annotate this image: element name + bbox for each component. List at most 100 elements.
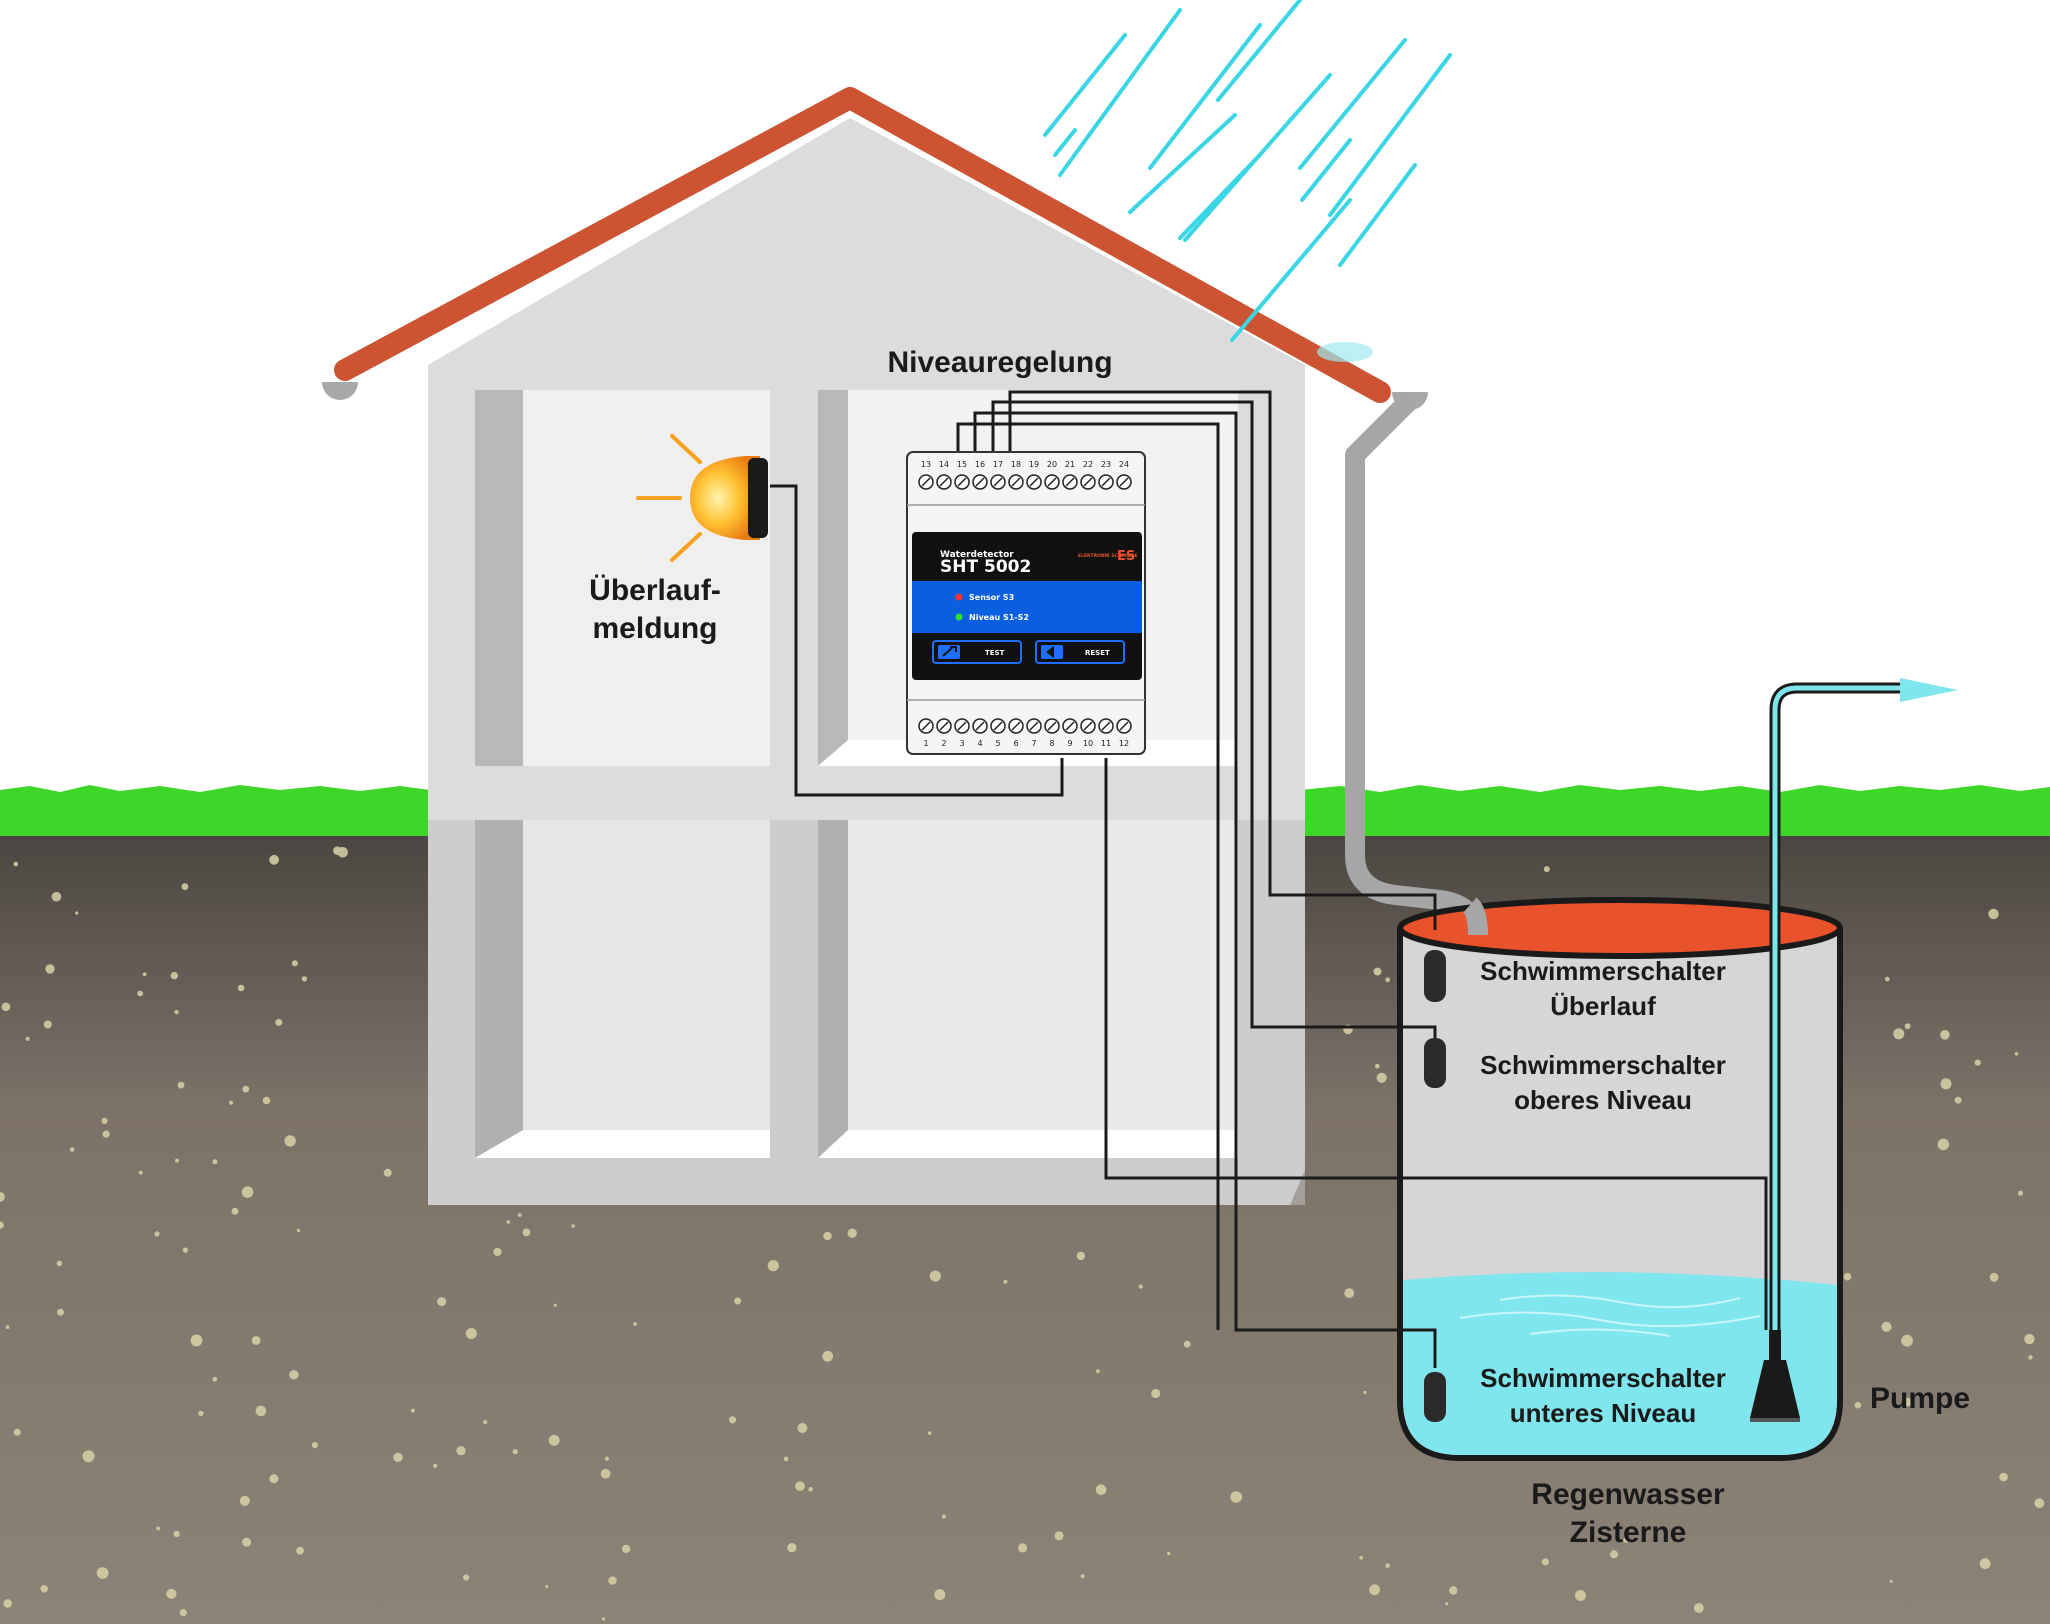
pebble bbox=[604, 1456, 610, 1461]
float-lower-label-line2: unteres Niveau bbox=[1510, 1398, 1696, 1428]
pebble bbox=[1904, 1023, 1911, 1030]
float-overflow-label-line2: Überlauf bbox=[1550, 991, 1656, 1021]
pebble bbox=[1843, 1272, 1852, 1281]
grass bbox=[0, 785, 430, 836]
pebble bbox=[410, 1408, 415, 1413]
terminal-number: 4 bbox=[977, 739, 982, 748]
pebble bbox=[1095, 1484, 1107, 1495]
terminal-number: 6 bbox=[1013, 739, 1018, 748]
pebble bbox=[296, 1546, 304, 1555]
pebble bbox=[493, 1247, 502, 1256]
gutter-left bbox=[322, 382, 358, 400]
terminal-number: 12 bbox=[1119, 739, 1129, 748]
terminal-number: 17 bbox=[993, 460, 1003, 469]
terminal-screw-slot bbox=[957, 721, 967, 731]
terminal-number: 13 bbox=[921, 460, 931, 469]
pebble bbox=[1018, 1543, 1028, 1553]
controller-blue-band bbox=[912, 581, 1142, 633]
room-upper-left-side bbox=[475, 390, 523, 766]
pebble bbox=[1344, 1288, 1355, 1298]
terminal-number: 16 bbox=[975, 460, 985, 469]
pebble bbox=[797, 1423, 808, 1433]
room-upper-right-side bbox=[818, 390, 848, 766]
terminal-screw-slot bbox=[939, 477, 949, 487]
pebble bbox=[1999, 1472, 2008, 1482]
cistern-label-line2: Zisterne bbox=[1570, 1516, 1687, 1549]
float-switch-overflow-icon bbox=[1424, 950, 1446, 1002]
terminal-screw-slot bbox=[1101, 721, 1111, 731]
controller-subtitle: Waterdetector bbox=[940, 550, 1014, 560]
pebble bbox=[1, 1002, 11, 1012]
room-lower-left-side bbox=[475, 820, 523, 1158]
pump-icon bbox=[1750, 1330, 1800, 1422]
pebble bbox=[45, 964, 55, 974]
pebble bbox=[1054, 1531, 1064, 1541]
pebble bbox=[600, 1468, 611, 1479]
terminal-number: 5 bbox=[995, 739, 1000, 748]
terminal-screw-slot bbox=[1083, 477, 1093, 487]
terminal-number: 23 bbox=[1101, 460, 1111, 469]
terminal-number: 8 bbox=[1049, 739, 1054, 748]
pebble bbox=[289, 1370, 299, 1380]
pebble bbox=[1901, 1334, 1913, 1347]
terminal-screw-slot bbox=[993, 721, 1003, 731]
terminal-number: 2 bbox=[941, 739, 946, 748]
pebble bbox=[2034, 1498, 2045, 1509]
terminal-number: 3 bbox=[959, 739, 964, 748]
terminal-screw-slot bbox=[993, 477, 1003, 487]
pebble bbox=[43, 1020, 52, 1029]
terminal-number: 10 bbox=[1083, 739, 1093, 748]
pebble bbox=[728, 1416, 737, 1424]
pebble bbox=[142, 972, 147, 977]
pebble bbox=[633, 1322, 637, 1326]
pebble bbox=[237, 984, 245, 992]
controller-brand: ES bbox=[1117, 549, 1135, 564]
pebble bbox=[1889, 1580, 1893, 1583]
pebble bbox=[177, 1081, 185, 1089]
pebble bbox=[522, 1228, 531, 1237]
pebble bbox=[1940, 1030, 1950, 1040]
pebble bbox=[929, 1270, 941, 1282]
pebble bbox=[1854, 1401, 1862, 1409]
float-upper-label-line2: oberes Niveau bbox=[1514, 1085, 1692, 1115]
pebble bbox=[1385, 977, 1391, 983]
pebble bbox=[795, 1481, 805, 1491]
pebble bbox=[82, 1450, 95, 1463]
pebble bbox=[179, 1609, 187, 1617]
roof bbox=[334, 87, 1391, 403]
pebble bbox=[1376, 1072, 1387, 1083]
controller-title: Niveauregelung bbox=[887, 346, 1112, 379]
pebble bbox=[1096, 1369, 1100, 1373]
pebble bbox=[393, 1452, 403, 1463]
pebble bbox=[1541, 1558, 1549, 1566]
cistern-water bbox=[1403, 1272, 1837, 1455]
pebble bbox=[239, 1495, 250, 1506]
pebble bbox=[927, 1431, 932, 1435]
pebble bbox=[212, 1159, 218, 1165]
pebble bbox=[190, 1334, 203, 1347]
pebble bbox=[198, 1410, 204, 1417]
pump-label: Pumpe bbox=[1870, 1382, 1970, 1415]
pebble bbox=[301, 976, 308, 982]
terminal-screw-slot bbox=[957, 477, 967, 487]
terminal-screw-slot bbox=[1011, 721, 1021, 731]
pebble bbox=[517, 1213, 522, 1217]
pebble bbox=[822, 1350, 834, 1362]
pebble bbox=[13, 1428, 21, 1436]
terminal-screw-slot bbox=[1047, 721, 1057, 731]
grass-middle bbox=[1300, 792, 2050, 836]
pebble bbox=[262, 1096, 271, 1105]
pebble bbox=[437, 1297, 447, 1307]
pebble bbox=[284, 1135, 296, 1147]
terminal-number: 20 bbox=[1047, 460, 1057, 469]
pebble bbox=[138, 1170, 143, 1175]
pebble bbox=[57, 1308, 64, 1316]
pebble bbox=[1881, 1321, 1892, 1332]
pebble bbox=[1151, 1388, 1161, 1399]
pebble bbox=[941, 1514, 946, 1519]
pebble bbox=[934, 1589, 946, 1601]
terminal-screw-slot bbox=[1119, 477, 1129, 487]
